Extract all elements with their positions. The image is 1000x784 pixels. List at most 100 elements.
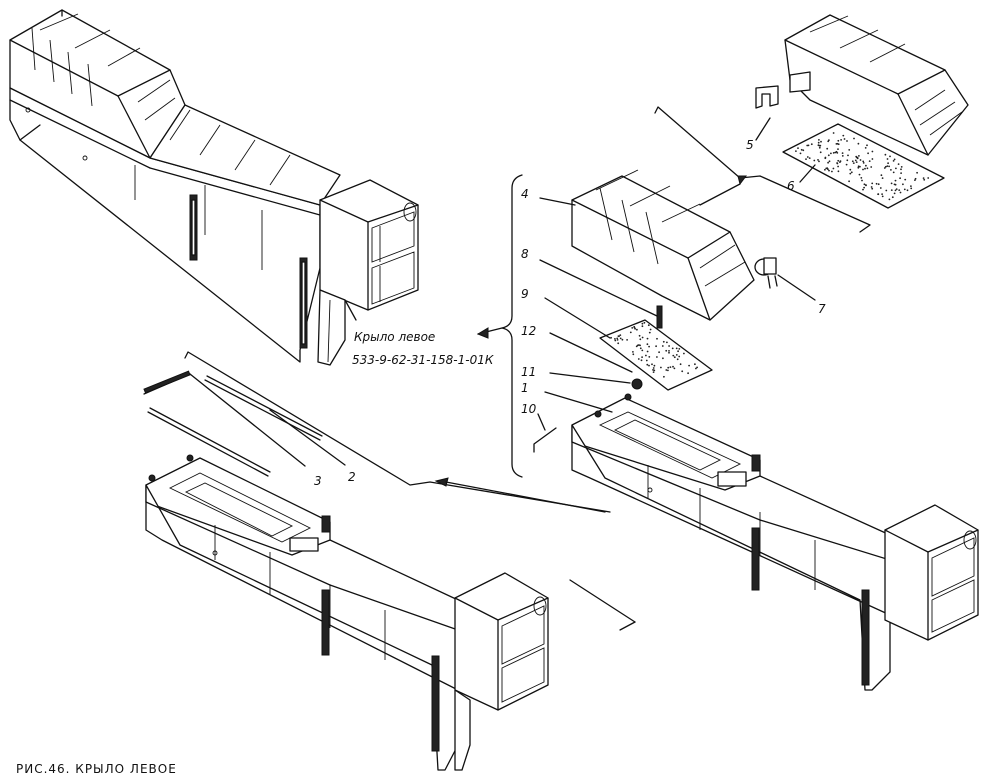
perforation-dot — [884, 165, 887, 168]
perforation-dot — [923, 178, 926, 181]
perforation-dot — [646, 350, 649, 353]
perforation-dot — [669, 366, 672, 368]
perforation-dot — [886, 158, 889, 160]
perforation-dot — [847, 154, 849, 157]
perforation-dot — [668, 351, 670, 354]
perforation-dot — [898, 189, 901, 192]
perforation-dot — [649, 328, 652, 331]
perforation-dot — [687, 372, 689, 375]
perforation-dot — [888, 165, 890, 168]
perforation-dot — [879, 187, 882, 189]
perforation-dot — [880, 174, 883, 177]
right-base-assembly — [544, 391, 979, 691]
perforation-dot — [616, 337, 619, 340]
perforation-dot — [676, 358, 679, 361]
callout-3: 3 — [314, 474, 322, 488]
perforation-dot — [646, 337, 649, 340]
perforation-dot — [667, 366, 670, 369]
perforation-dot — [894, 179, 897, 182]
perforation-dot — [883, 167, 886, 169]
callout-7: 7 — [818, 302, 826, 316]
callout-2: 2 — [348, 470, 356, 484]
perforation-dot — [841, 155, 844, 157]
perforation-dot — [863, 183, 866, 186]
perforation-dot — [854, 159, 857, 162]
perforation-dot — [818, 160, 820, 163]
perforation-dot — [846, 140, 848, 142]
perforation-dot — [849, 172, 852, 175]
perforation-dot — [900, 172, 902, 175]
perforation-dot — [871, 158, 874, 160]
perforation-dot — [886, 165, 889, 168]
perforation-dot — [632, 351, 634, 353]
perforation-dot — [887, 162, 889, 165]
perforation-dot — [672, 365, 674, 368]
perforation-dot — [668, 350, 670, 352]
perforation-dot — [841, 152, 844, 155]
small-parts — [533, 259, 713, 453]
perforation-dot — [645, 359, 648, 362]
perforation-dot — [818, 146, 821, 149]
perforation-dot — [617, 342, 620, 345]
brace-and-pointers — [184, 106, 871, 631]
perforation-dot — [827, 168, 829, 171]
perforation-dot — [641, 356, 643, 358]
perforation-dot — [639, 347, 642, 350]
perforation-dot — [820, 140, 822, 143]
perforation-dot — [671, 347, 674, 350]
callout-6: 6 — [787, 179, 795, 193]
perforation-dot — [865, 184, 867, 186]
perforation-dot — [906, 189, 909, 192]
perforation-dot — [663, 375, 665, 378]
perforation-dot — [648, 331, 651, 334]
perforation-dot — [871, 187, 874, 190]
perforation-dot — [799, 152, 802, 155]
perforation-dot — [846, 159, 849, 162]
perforation-dot — [871, 150, 874, 153]
perforation-dot — [668, 345, 670, 347]
perforation-dot — [806, 156, 809, 158]
perforation-dot — [677, 350, 679, 353]
perforation-dot — [675, 354, 678, 356]
perforation-dot — [643, 321, 646, 324]
perforation-dot — [837, 143, 840, 146]
perforation-dot — [899, 177, 901, 180]
perforation-dot — [818, 144, 821, 147]
perforation-dot — [805, 158, 807, 161]
perforation-dot — [645, 354, 647, 357]
perforation-dot — [672, 354, 675, 357]
bottom-left-base-assembly — [143, 370, 549, 771]
perforation-dot — [675, 347, 678, 350]
perforation-dot — [839, 161, 841, 164]
perforation-dot — [655, 345, 657, 348]
perforation-dot — [895, 188, 898, 191]
part-4-cover — [539, 169, 755, 321]
perforation-dot — [863, 186, 865, 189]
perforation-dot — [859, 159, 862, 161]
perforation-dot — [837, 159, 840, 162]
perforation-dot — [866, 144, 868, 147]
perforation-dot — [629, 331, 632, 334]
perforation-dot — [619, 337, 622, 340]
perforation-dot — [903, 188, 906, 191]
perforation-dot — [679, 363, 682, 366]
perforation-dot — [813, 159, 816, 162]
perforation-dot — [855, 161, 858, 164]
perforation-dot — [806, 144, 809, 147]
perforation-dot — [666, 341, 668, 344]
perforation-dot — [695, 367, 697, 370]
perforation-dot — [632, 353, 635, 356]
perforation-dot — [616, 339, 619, 341]
perforation-dot — [858, 155, 860, 157]
perforation-dot — [904, 178, 907, 181]
perforation-dot — [916, 171, 918, 174]
perforation-dot — [658, 351, 660, 354]
perforation-dot — [641, 336, 644, 339]
perforation-dot — [864, 167, 866, 170]
perforation-dot — [867, 152, 869, 155]
perforation-dot — [817, 159, 819, 161]
perforation-dot — [877, 183, 880, 186]
perforation-dot — [881, 177, 884, 180]
perforation-dot — [895, 167, 897, 170]
callout-11: 11 — [521, 365, 536, 379]
